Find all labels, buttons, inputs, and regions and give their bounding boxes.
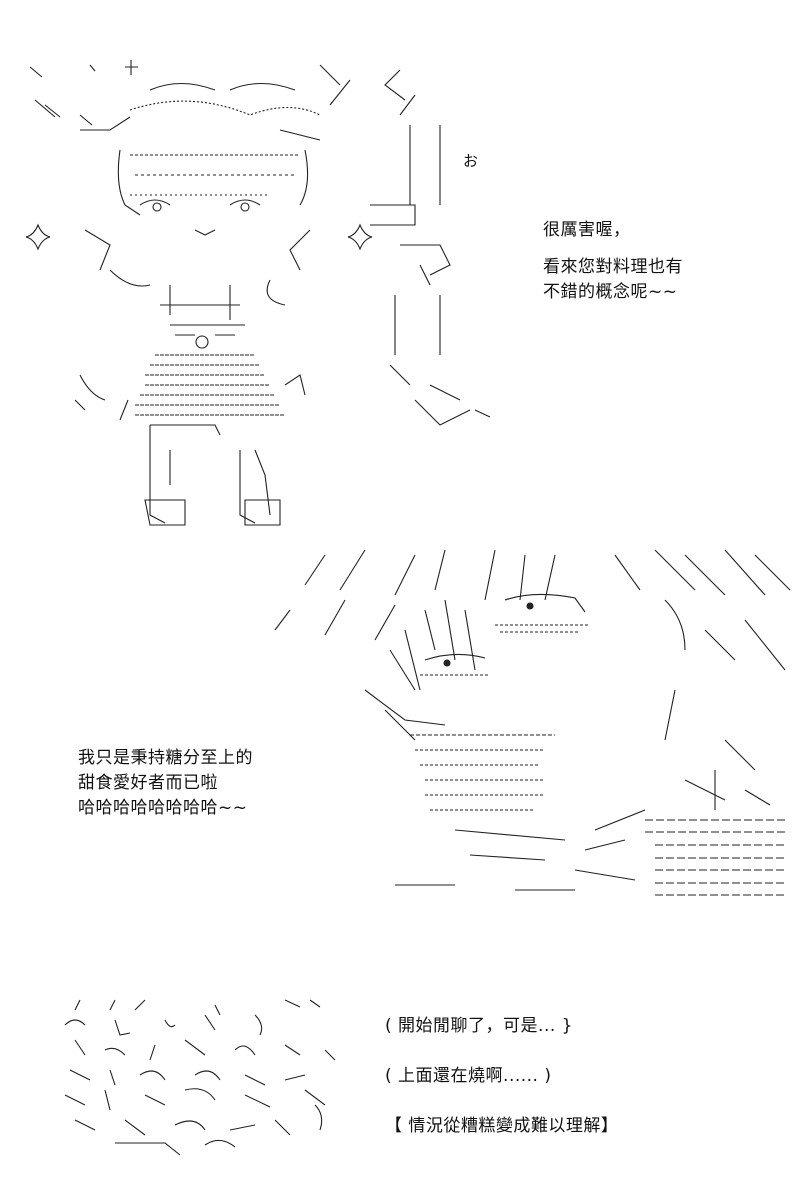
dialog-line: 甜食愛好者而已啦 (78, 773, 218, 793)
panel3-art-scribble (55, 995, 355, 1160)
panel2-dialog: 我只是秉持糖分至上的 甜食愛好者而已啦 哈哈哈哈哈哈哈哈~~ (78, 746, 253, 821)
dialog-line: ( 上面還在燒啊...... ) (385, 1066, 552, 1086)
dialog-line: 看來您對料理也有 (543, 257, 683, 277)
panel1-dialog: 很厲害喔， 看來您對料理也有 不錯的概念呢~~ (543, 218, 683, 305)
dialog-line: ( 開始閒聊了，可是... } (385, 1016, 573, 1036)
panel3-dialog: ( 開始閒聊了，可是... } ( 上面還在燒啊...... ) 【 情況從糟糕… (385, 1012, 618, 1140)
dialog-line: 哈哈哈哈哈哈哈哈~~ (78, 798, 248, 818)
dialog-line: 很厲害喔， (543, 220, 631, 240)
dialog-line: 我只是秉持糖分至上的 (78, 748, 253, 768)
speech-mark: お (463, 152, 479, 170)
panel1-art-character (20, 55, 500, 545)
dialog-line: 不錯的概念呢~~ (543, 282, 678, 302)
panel2-art-character (245, 540, 795, 910)
dialog-line: 【 情況從糟糕變成難以理解】 (385, 1116, 619, 1136)
